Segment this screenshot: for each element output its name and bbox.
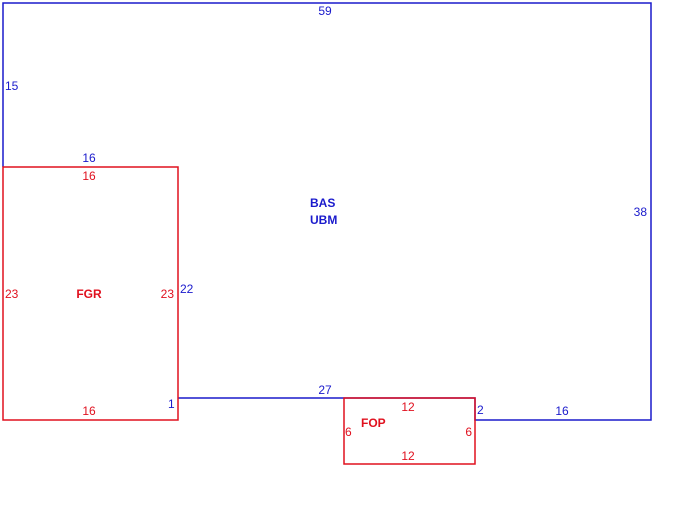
fop-dim-right: 6 — [465, 425, 472, 439]
fop-dim-left: 6 — [345, 425, 352, 439]
fgr-dim-right: 23 — [161, 287, 175, 301]
dim-top: 59 — [318, 4, 332, 18]
area-code-ubm: UBM — [310, 213, 337, 227]
dim-corner-1: 1 — [168, 397, 175, 411]
garage-code: FGR — [76, 287, 102, 301]
dim-step-top: 16 — [82, 151, 96, 165]
fop-dim-top: 12 — [401, 400, 415, 414]
main-building-outline[interactable] — [2, 2, 652, 421]
fgr-dim-top: 16 — [82, 169, 96, 183]
garage-outline[interactable] — [2, 166, 179, 421]
dim-bottom-mid: 27 — [318, 383, 332, 397]
dim-corner-2: 2 — [477, 403, 484, 417]
fgr-dim-left: 23 — [5, 287, 19, 301]
fgr-dim-bottom: 16 — [82, 404, 96, 418]
dim-bottom-right: 16 — [555, 404, 569, 418]
dim-right: 38 — [634, 205, 648, 219]
dim-fgr-right: 22 — [180, 282, 194, 296]
porch-code: FOP — [361, 416, 386, 430]
area-code-bas: BAS — [310, 196, 335, 210]
dim-left-upper: 15 — [5, 79, 19, 93]
fop-dim-bottom: 12 — [401, 449, 415, 463]
porch-outline[interactable] — [343, 397, 476, 465]
